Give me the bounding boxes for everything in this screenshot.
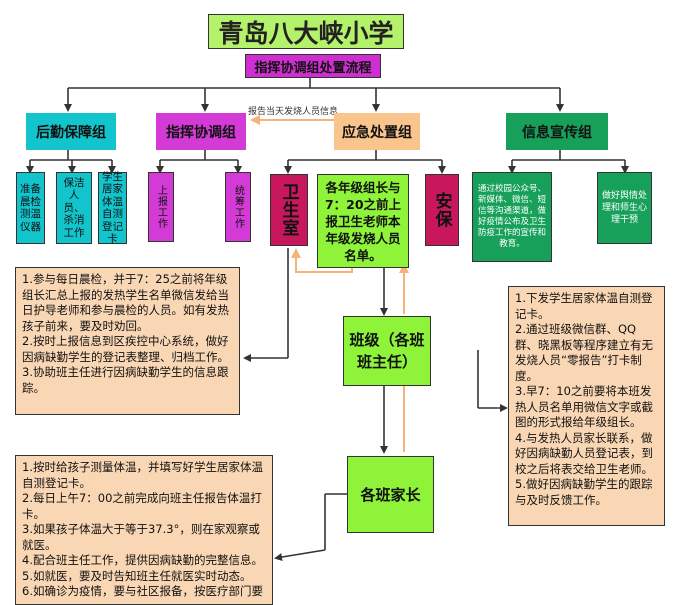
- note-line: 3.协助班主任进行因病缺勤学生的信息跟踪。: [22, 365, 229, 395]
- note-line: 1.参与每日晨检，并于7：25之前将年级组长汇总上报的发热学生名单微信发给当日护…: [22, 272, 229, 333]
- note-line: 4.与发热人员家长联系，做好因病缺勤人员登记表，到校之后将表交给卫生老师。: [515, 430, 653, 476]
- note-line: 3.如果孩子体温大于等于37.3°，则在家观察或就医。: [22, 522, 260, 552]
- command-group: 指挥协调组: [156, 113, 246, 150]
- security-box: 安保: [425, 174, 459, 246]
- note-line: 2.每日上午7：00之前完成向班主任报告体温打卡。: [22, 491, 262, 521]
- logistics-item-temperature-card: 学生居家体温自测登记卡: [98, 171, 127, 245]
- note-line: 3.早7：10之前要将本班发热人员名单用微信文字或截图的形式报给年级组长。: [515, 384, 653, 429]
- note-line: 2.按时上报信息到区疾控中心系统，做好因病缺勤学生的登记表整理、归档工作。: [22, 334, 229, 364]
- health-room-duties-note: 1.参与每日晨检，并于7：25之前将年级组长汇总上报的发热学生名单微信发给当日护…: [15, 267, 240, 415]
- publicity-group: 信息宣传组: [506, 113, 608, 150]
- note-line: 1.按时给孩子测量体温，并填写好学生居家体温自测登记卡。: [22, 460, 263, 490]
- note-line: 2.通过班级微信群、QQ群、晓黑板等程序建立有无发烧人员“零报告”打卡制度。: [515, 322, 653, 383]
- emergency-group: 应急处置组: [334, 113, 420, 150]
- note-line: 1.下发学生居家体温自测登记卡。: [515, 291, 653, 321]
- class-teacher-duties-note: 1.下发学生居家体温自测登记卡。 2.通过班级微信群、QQ群、晓黑板等程序建立有…: [508, 286, 665, 526]
- note-line: 5.如就医，要及时告知班主任就医实时动态。: [22, 568, 252, 583]
- logistics-item-cleaning: 保洁人员、杀消工作: [56, 172, 92, 244]
- note-line: 4.配合班主任工作，提供因病缺勤的完整信息。: [22, 553, 263, 567]
- logistics-group: 后勤保障组: [26, 113, 116, 150]
- parents-node: 各班家长: [347, 456, 434, 533]
- page-title: 青岛八大峡小学: [208, 14, 404, 49]
- publicity-item-psychology: 做好舆情处理和师生心理干预: [597, 172, 652, 244]
- process-subtitle: 指挥协调组处置流程: [245, 54, 381, 78]
- report-label: 报告当天发烧人员信息: [248, 106, 339, 117]
- publicity-item-channels: 通过校园公众号、新媒体、微信、短信等沟通渠道，做好疫情公布及卫生防疫工作的宣传和…: [472, 172, 552, 262]
- class-teacher-node: 班级（各班班主任）: [343, 316, 431, 386]
- note-line: 6.如确诊为疫情，要与社区报备，按医疗部门要: [22, 584, 263, 598]
- parent-duties-note: 1.按时给孩子测量体温，并填写好学生居家体温自测登记卡。 2.每日上午7：00之…: [15, 455, 273, 605]
- note-line: 5.做好因病缺勤学生的跟踪与及时反馈工作。: [515, 477, 653, 507]
- command-item-coordinate: 统筹工作: [225, 172, 251, 242]
- command-item-report: 上报工作: [148, 172, 174, 242]
- logistics-item-thermometer: 准备晨检测温仪器: [16, 172, 45, 244]
- health-room-box: 卫生室: [270, 174, 308, 246]
- grade-leader-report-box: 各年级组长与7：20之前上报卫生老师本年级发烧人员名单。: [317, 174, 409, 268]
